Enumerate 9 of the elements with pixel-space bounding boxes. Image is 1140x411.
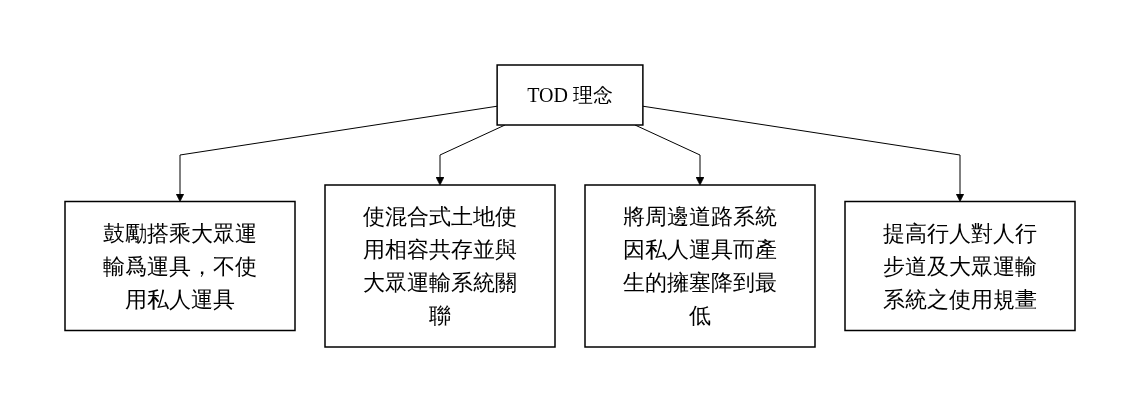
arrow bbox=[634, 124, 705, 185]
node-box: 提高行人對人行步道及大眾運輸系統之使用規畫 bbox=[844, 200, 1076, 331]
node-box: 鼓勵搭乘大眾運輸爲運具，不使用私人運具 bbox=[64, 200, 296, 331]
node-box: 使混合式土地使用相容共存並與大眾運輸系統關聯 bbox=[324, 183, 556, 348]
node-box: TOD 理念 bbox=[496, 63, 644, 126]
arrow bbox=[642, 105, 965, 202]
arrow bbox=[175, 105, 498, 202]
arrow bbox=[435, 124, 506, 185]
node-box: 將周邊道路系統因私人運具而產生的擁塞降到最低 bbox=[584, 183, 816, 348]
